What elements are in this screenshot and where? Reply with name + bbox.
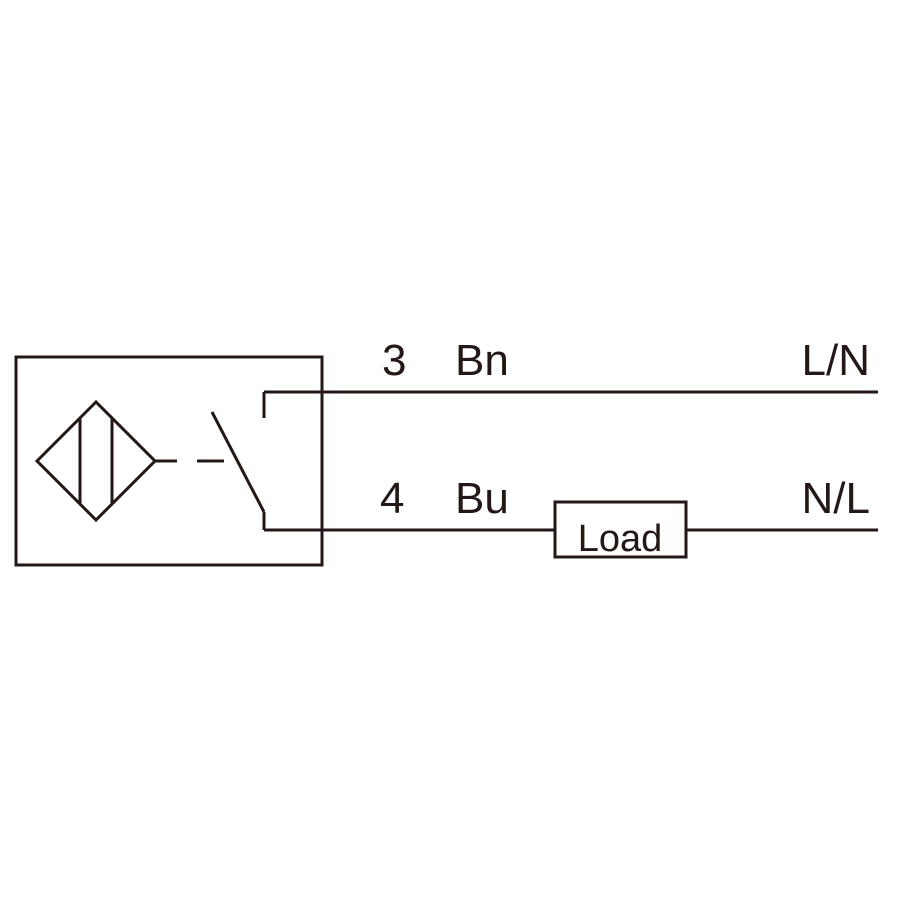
bottom-color-code: Bu <box>455 474 509 523</box>
top-pin-number: 3 <box>382 336 406 385</box>
sensor-diamond-icon <box>34 399 158 523</box>
top-terminal-label: L/N <box>802 336 870 385</box>
bottom-terminal-label: N/L <box>802 474 870 523</box>
switch-contact-icon <box>210 411 266 513</box>
sensor-housing <box>14 355 324 567</box>
top-color-code: Bn <box>455 336 509 385</box>
load-label: Load <box>578 518 663 560</box>
bottom-pin-number: 4 <box>380 474 404 523</box>
